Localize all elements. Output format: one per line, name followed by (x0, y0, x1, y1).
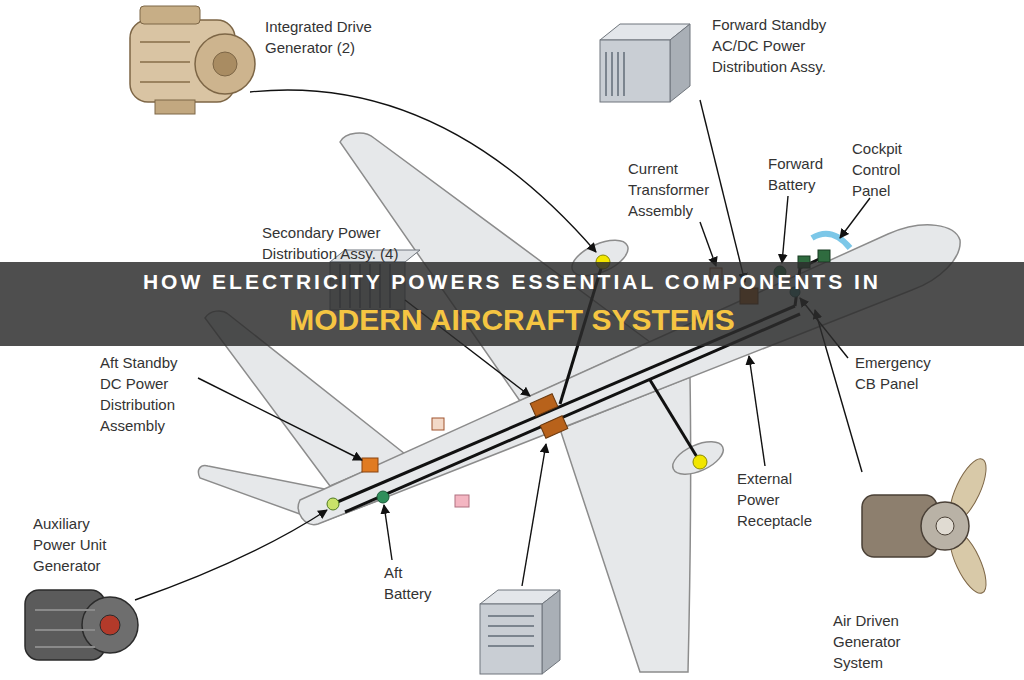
generator-body (155, 100, 195, 114)
distribution-box-marker (530, 394, 558, 417)
callout-label: Forward Standby AC/DC Power Distribution… (712, 14, 850, 77)
leader-line (384, 505, 392, 560)
box-vents (606, 52, 624, 96)
standby-marker (362, 458, 378, 472)
generator-body (195, 34, 255, 94)
apu-marker (327, 498, 339, 510)
box-face (480, 604, 542, 674)
aircraft-outline (198, 133, 960, 672)
callout-label: Aft Standby DC Power Distribution Assemb… (100, 352, 196, 436)
callout-label: Auxiliary Power Unit Generator (33, 513, 115, 576)
box-face (542, 590, 560, 674)
box-vents (488, 616, 534, 646)
generator-body (140, 42, 190, 82)
generator-body (213, 52, 237, 76)
panel-marker (818, 250, 830, 262)
leader-line (522, 444, 546, 586)
callout-label: Air Driven Generator System (833, 610, 915, 673)
callout-label: Forward Battery (768, 153, 840, 195)
pink-marker (455, 495, 469, 507)
outline-marker (432, 418, 444, 430)
callout-label: Integrated Drive Generator (2) (265, 16, 393, 58)
adg-hub (921, 502, 969, 550)
power-wire (650, 380, 700, 462)
box-face (600, 40, 670, 102)
callout-label: Cockpit Control Panel (852, 138, 920, 201)
leader-line (749, 356, 765, 466)
callout-label: Aft Battery (384, 562, 444, 604)
callout-label: Secondary Power Distribution Assy. (4) (262, 222, 430, 264)
adg-hub (936, 517, 954, 535)
distribution-box-illustration (480, 590, 560, 674)
apu-generator-body (100, 615, 120, 635)
generator-body (140, 6, 200, 24)
title-accent: MODERN AIRCRAFT SYSTEMS (0, 302, 1024, 338)
leader-line (135, 510, 327, 600)
leader-line (700, 222, 716, 266)
title-text: HOW ELECTRICITY POWERS ESSENTIAL COMPONE… (0, 262, 1024, 295)
callout-label: External Power Receptacle (737, 468, 825, 531)
callout-label: Emergency CB Panel (855, 352, 937, 394)
engine-nacelle (668, 435, 728, 481)
apu-generator-body (35, 610, 95, 647)
generator-marker (693, 455, 707, 469)
air-driven-generator-illustration (862, 454, 993, 598)
box-face (670, 24, 690, 102)
leader-line (198, 378, 362, 460)
leader-line (840, 198, 870, 238)
distribution-box-marker (540, 416, 568, 439)
apu-generator-body (82, 597, 138, 653)
distribution-box-illustration (600, 24, 690, 102)
apu-generator-illustration (25, 590, 138, 660)
callout-label: Current Transformer Assembly (628, 158, 720, 221)
cockpit-panel-marker (812, 234, 850, 248)
leader-line (782, 196, 788, 263)
generator-illustration (130, 6, 255, 114)
battery-marker (377, 491, 389, 503)
